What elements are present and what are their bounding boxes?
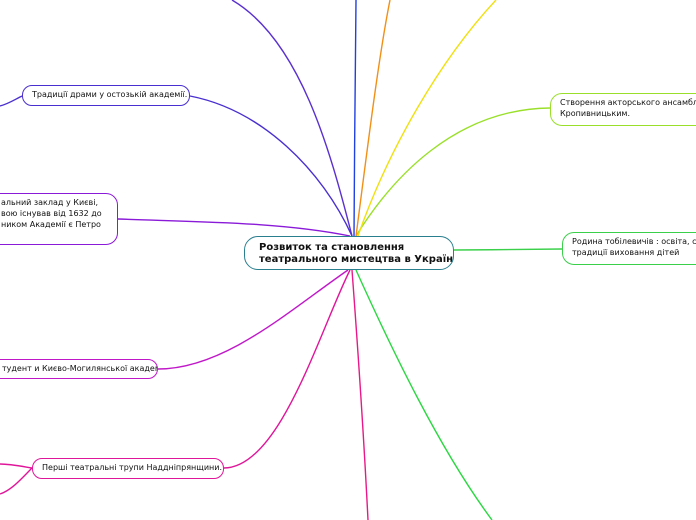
topic-label-line-1: Родина тобілевичів : освіта, с [572, 237, 696, 246]
topic-label: тудент и Києво-Могилянської академії [2, 364, 158, 373]
topic-label-line-2: вою існував від 1632 до [1, 209, 102, 218]
sub-branch-drama [0, 95, 23, 107]
sub-branch-troupes-2 [0, 467, 33, 495]
topic-label: Традиції драми у остозькій академії. [32, 90, 188, 99]
branch-offscreen-bottom-right [355, 269, 493, 520]
topic-label-line-2: Кропивницьким. [560, 109, 630, 118]
topic-academy-institution[interactable]: альний заклад у Києві, вою існував від 1… [0, 193, 118, 245]
branch-tobilevych-family [453, 248, 563, 251]
branch-lines [0, 0, 563, 520]
branch-offscreen-top-left [231, 0, 353, 237]
topic-tobilevych-family[interactable]: Родина тобілевичів : освіта, с традиції … [562, 232, 696, 265]
branch-mohyla-students [157, 269, 349, 370]
branch-kropyvnytsky-ensemble [355, 107, 551, 237]
branch-offscreen-bottom [351, 269, 369, 520]
topic-label: Перші театральні трупи Наддніпрянщини. [42, 463, 222, 472]
central-topic-line-1: Розвиток та становлення [259, 242, 405, 253]
topic-label-line-2: традиції виховання дітей [572, 248, 680, 257]
topic-mohyla-students[interactable]: тудент и Києво-Могилянської академії [0, 359, 158, 379]
topic-label-line-3: ником Академії є Петро [1, 220, 101, 229]
topic-label-line-1: альний заклад у Києві, [1, 198, 99, 207]
branch-academy-institution [117, 218, 351, 237]
topic-drama-tradition[interactable]: Традиції драми у остозькій академії. [22, 85, 190, 106]
topic-first-troupes[interactable]: Перші театральні трупи Наддніпрянщини. [32, 458, 224, 479]
topic-label-line-1: Створення акторського ансамбл [560, 98, 696, 107]
branch-offscreen-top-right [355, 0, 391, 237]
central-topic[interactable]: Розвиток та становлення театрального мис… [244, 236, 454, 270]
branch-first-troupes [223, 269, 351, 469]
branch-offscreen-upper-right [357, 0, 497, 237]
sub-branch-troupes-1 [0, 463, 33, 469]
topic-kropyvnytsky-ensemble[interactable]: Створення акторського ансамбл Кропивниць… [550, 93, 696, 126]
branch-drama-tradition [189, 95, 353, 237]
branch-offscreen-top [353, 0, 357, 237]
central-topic-line-2: театрального мистецтва в Україні. [259, 254, 454, 265]
